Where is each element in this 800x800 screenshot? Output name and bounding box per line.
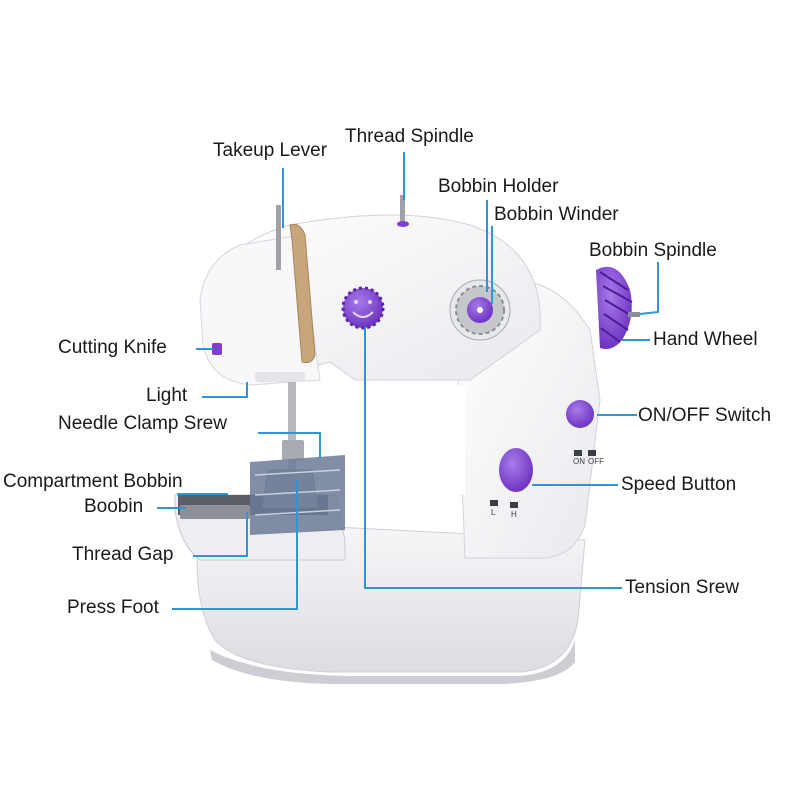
label-boobin: Boobin <box>84 496 143 518</box>
label-hand-wheel: Hand Wheel <box>653 329 758 351</box>
takeup-lever <box>276 205 281 270</box>
cutting-knife <box>212 343 222 355</box>
high-marking: H <box>511 510 517 520</box>
off-indicator-icon <box>588 450 596 456</box>
pillar-arch <box>345 385 465 495</box>
needle-clamp <box>282 440 304 460</box>
on-marking: ON <box>573 457 585 467</box>
thread-spindle-cap <box>397 221 409 227</box>
low-speed-icon <box>490 500 498 506</box>
label-cutting-knife: Cutting Knife <box>58 337 167 359</box>
label-thread-spindle: Thread Spindle <box>345 126 474 148</box>
leader-light <box>202 382 247 397</box>
label-bobbin-holder: Bobbin Holder <box>438 176 558 198</box>
off-marking: OFF <box>588 457 604 467</box>
label-tension-screw: Tension Srew <box>625 577 739 599</box>
leader-bobbin-spindle <box>640 262 658 314</box>
label-needle-clamp-screw: Needle Clamp Srew <box>58 413 227 435</box>
high-speed-icon <box>510 502 518 508</box>
light-housing <box>255 372 305 382</box>
label-on-off-switch: ON/OFF Switch <box>638 405 771 427</box>
bobbin-spindle <box>628 312 640 317</box>
label-bobbin-spindle: Bobbin Spindle <box>589 240 717 262</box>
label-takeup-lever: Takeup Lever <box>213 140 327 162</box>
speed-button <box>499 448 533 492</box>
on-indicator-icon <box>574 450 582 456</box>
label-press-foot: Press Foot <box>67 597 159 619</box>
label-thread-gap: Thread Gap <box>72 544 173 566</box>
low-marking: L <box>491 508 495 518</box>
label-bobbin-winder: Bobbin Winder <box>494 204 619 226</box>
label-light: Light <box>146 385 187 407</box>
label-speed-button: Speed Button <box>621 474 736 496</box>
on-off-switch-button <box>566 400 594 428</box>
label-compartment-bobbin: Compartment Bobbin <box>3 471 183 493</box>
boobin-cover <box>180 505 250 519</box>
